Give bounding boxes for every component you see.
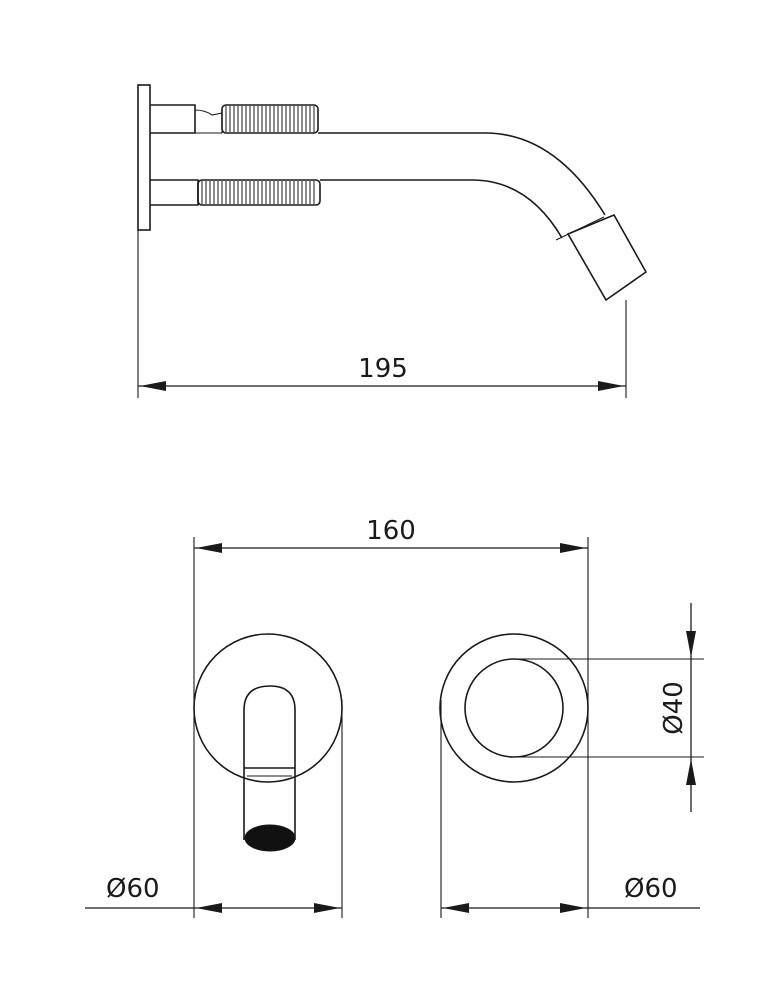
arrowhead-160-left	[196, 543, 222, 553]
overall-length-label: 195	[358, 354, 408, 384]
side-view: 195	[137, 84, 648, 398]
arrowhead-left	[140, 381, 166, 391]
lower-knurled-grip	[201, 181, 315, 204]
upper-stem	[150, 104, 196, 134]
center-distance-label: 160	[366, 516, 416, 546]
arrowhead-left-rosette-a	[196, 903, 222, 913]
wall-plate	[137, 84, 151, 231]
upper-grip-outline	[221, 104, 319, 134]
left-rosette-diameter-label: Ø60	[106, 874, 160, 904]
arrowhead-right	[598, 381, 624, 391]
front-view: 160 Ø60 Ø60 Ø40	[85, 516, 704, 918]
lower-stem	[150, 179, 199, 206]
right-rosette	[439, 633, 589, 783]
spout-outlet	[244, 824, 296, 852]
spout-aerator-seam	[555, 216, 605, 241]
arrowhead-right-rosette-b	[560, 903, 586, 913]
arrowhead-handle-top	[686, 631, 696, 657]
upper-knurled-grip	[225, 106, 315, 132]
upper-stem-collar	[194, 109, 223, 134]
arrowhead-160-right	[560, 543, 586, 553]
arrowhead-right-rosette-a	[443, 903, 469, 913]
spout-aerator	[566, 213, 648, 302]
right-rosette-diameter-label: Ø60	[624, 874, 678, 904]
handle-diameter-label: Ø40	[659, 681, 689, 735]
handle-circle	[464, 658, 564, 758]
left-rosette	[193, 633, 343, 783]
spout-lower-edge	[320, 179, 563, 239]
arrowhead-left-rosette-b	[314, 903, 340, 913]
spout-upper-edge	[318, 132, 606, 216]
arrowhead-handle-bottom	[686, 759, 696, 785]
lower-grip-outline	[197, 179, 321, 206]
spout-front	[243, 685, 296, 840]
